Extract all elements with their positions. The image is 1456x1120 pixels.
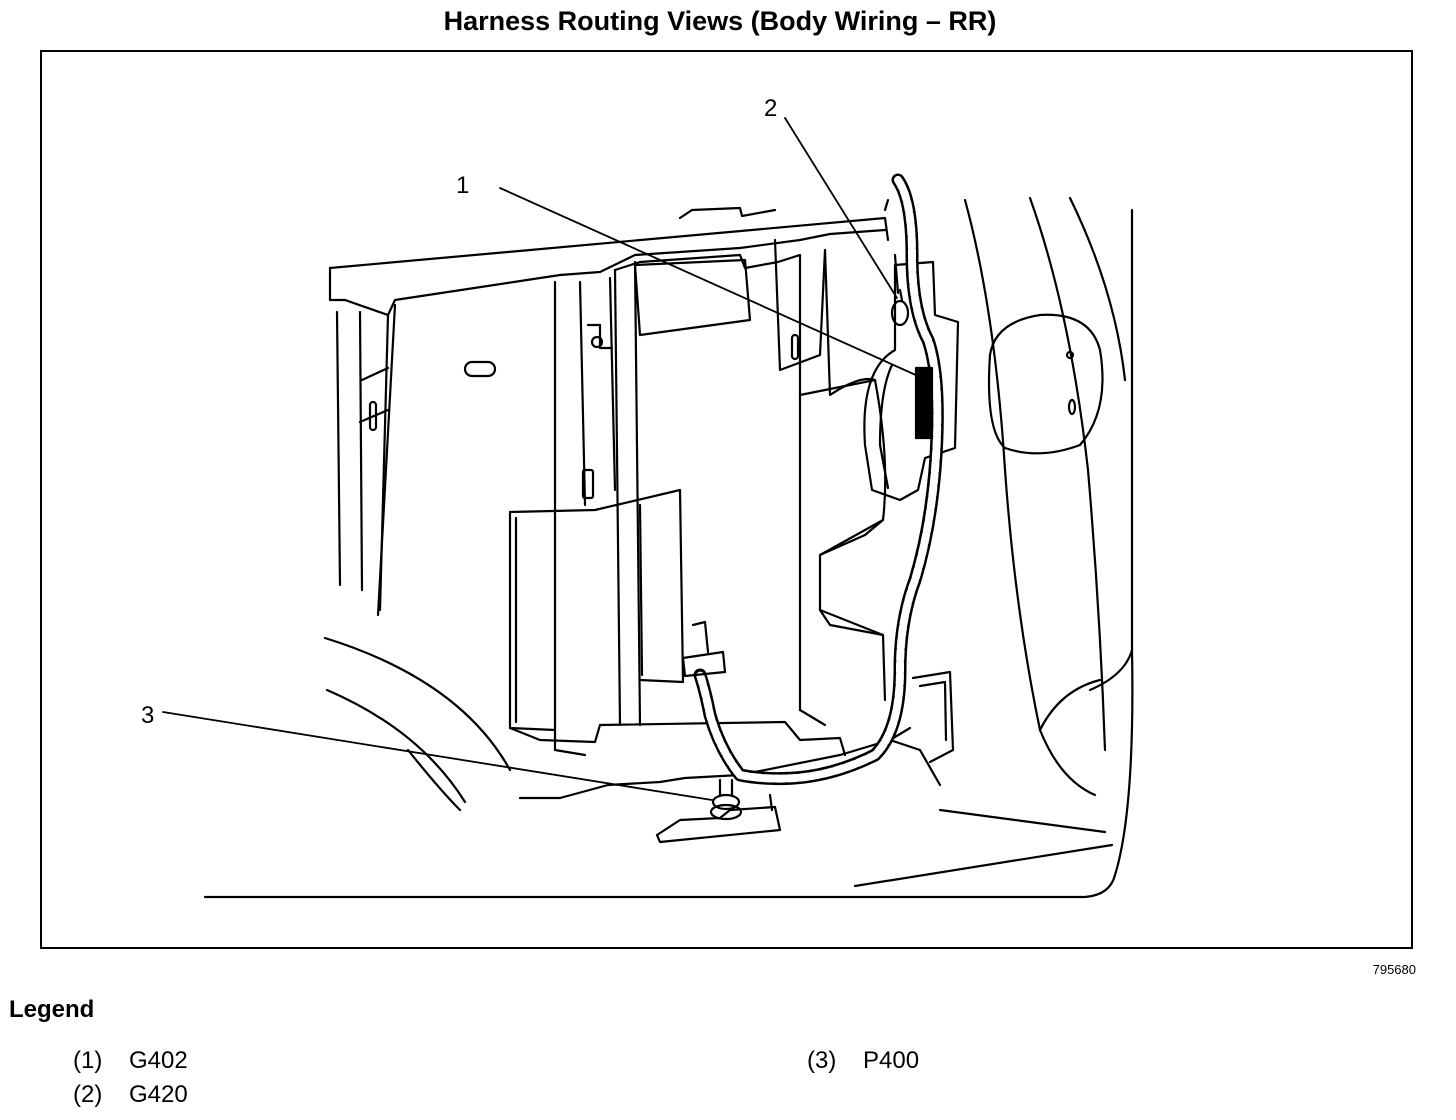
diagram-title: Harness Routing Views (Body Wiring – RR): [443, 6, 997, 36]
legend-item-label: G420: [129, 1081, 188, 1108]
legend-item-label: G402: [129, 1047, 188, 1074]
legend-item-label: P400: [863, 1047, 920, 1074]
figure-id: 795680: [1372, 962, 1416, 977]
legend-item: (2) G420: [73, 1081, 188, 1109]
callout-3: 3: [141, 702, 154, 729]
diagram-frame: 1 2 3: [40, 50, 1413, 949]
callout-2: 2: [764, 95, 777, 122]
legend-item-number: (3): [807, 1047, 837, 1074]
legend-item: (3) P400: [807, 1047, 919, 1075]
harness-illustration: 1 2 3: [141, 95, 1134, 899]
legend-title: Legend: [9, 996, 95, 1023]
callout-1: 1: [456, 172, 469, 199]
legend-item: (1) G402: [73, 1047, 188, 1075]
legend-item-number: (2): [73, 1081, 103, 1108]
legend-item-number: (1): [73, 1047, 103, 1074]
